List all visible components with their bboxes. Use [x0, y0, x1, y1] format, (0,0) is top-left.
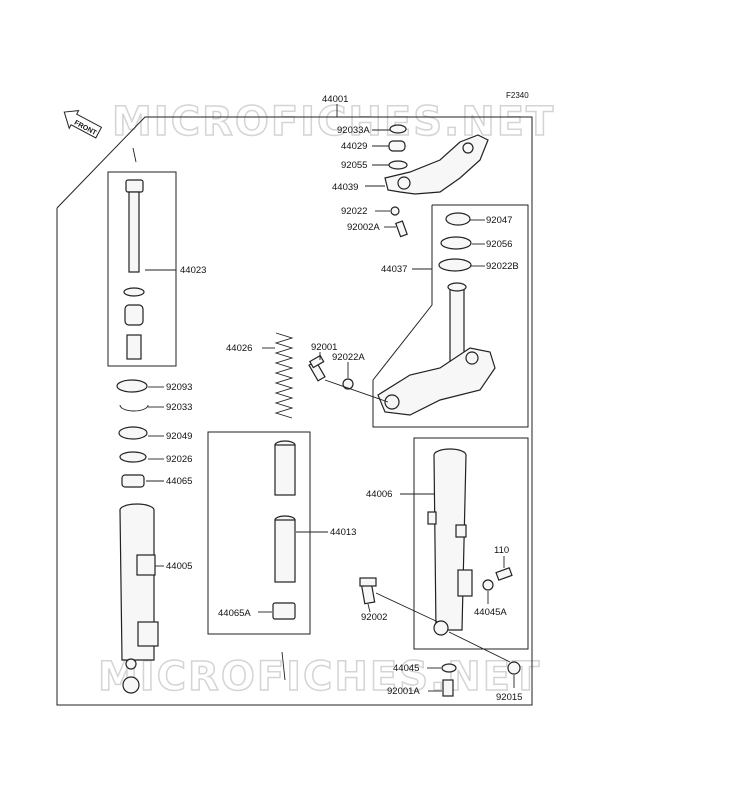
inner-tube-parts [258, 440, 328, 620]
label-92055: 92055 [341, 160, 367, 171]
label-44006: 44006 [366, 489, 392, 500]
label-44037: 44037 [381, 264, 407, 275]
label-92002: 92002 [361, 612, 387, 623]
label-92001: 92001 [311, 342, 337, 353]
watermark-top: MICROFICHES.NET [112, 99, 555, 145]
outer-tube-right-boundary [413, 437, 529, 650]
label-44065A: 44065A [218, 608, 251, 619]
watermark-bottom: MICROFICHES.NET [98, 654, 541, 700]
clamp-bolts: 92001 92022A [308, 342, 389, 403]
inner-tube-group-boundary [207, 431, 311, 635]
label-92033A: 92033A [337, 125, 370, 136]
label-44065: 44065 [166, 476, 192, 487]
damper-rod-parts [123, 179, 176, 360]
label-92056: 92056 [486, 239, 512, 250]
label-44029: 44029 [341, 141, 367, 152]
label-92015: 92015 [496, 692, 522, 703]
fork-spring [262, 332, 294, 419]
axle-hardware: 110 44045A 92002 44045 92001A 92015 [359, 545, 522, 703]
label-92033: 92033 [166, 402, 192, 413]
label-44013: 44013 [330, 527, 356, 538]
label-92022B: 92022B [486, 261, 519, 272]
label-92022: 92022 [341, 206, 367, 217]
label-44039: 44039 [332, 182, 358, 193]
label-92022A: 92022A [332, 352, 365, 363]
label-92093: 92093 [166, 382, 192, 393]
seal-parts: 92093 92033 92049 92026 44065 [116, 379, 192, 488]
label-44045A: 44045A [474, 607, 507, 618]
label-44026: 44026 [226, 343, 252, 354]
label-44005: 44005 [166, 561, 192, 572]
outer-tube-right [400, 448, 473, 636]
steering-head-parts: 92033A 44029 92055 44039 92022 92002A [332, 124, 489, 238]
label-44023: 44023 [180, 265, 206, 276]
fork-cap-group-boundary [107, 171, 177, 367]
outer-tube-left [119, 503, 164, 694]
assembly-boundary [56, 116, 533, 706]
label-92026: 92026 [166, 454, 192, 465]
figure-code: F2340 [506, 91, 529, 100]
label-92001A: 92001A [387, 686, 420, 697]
label-44001: 44001 [322, 94, 348, 105]
label-110: 110 [494, 545, 509, 556]
stem-group-boundary [372, 204, 529, 428]
label-92047: 92047 [486, 215, 512, 226]
lower-bracket [377, 347, 496, 416]
upper-bracket-44039 [384, 134, 489, 195]
stem-parts: 92047 92056 92022B 44037 [377, 212, 519, 416]
label-92049: 92049 [166, 431, 192, 442]
damper-rod [128, 191, 140, 273]
label-92002A: 92002A [347, 222, 380, 233]
label-44045: 44045 [393, 663, 419, 674]
front-arrow-icon: FRONT [63, 110, 103, 139]
